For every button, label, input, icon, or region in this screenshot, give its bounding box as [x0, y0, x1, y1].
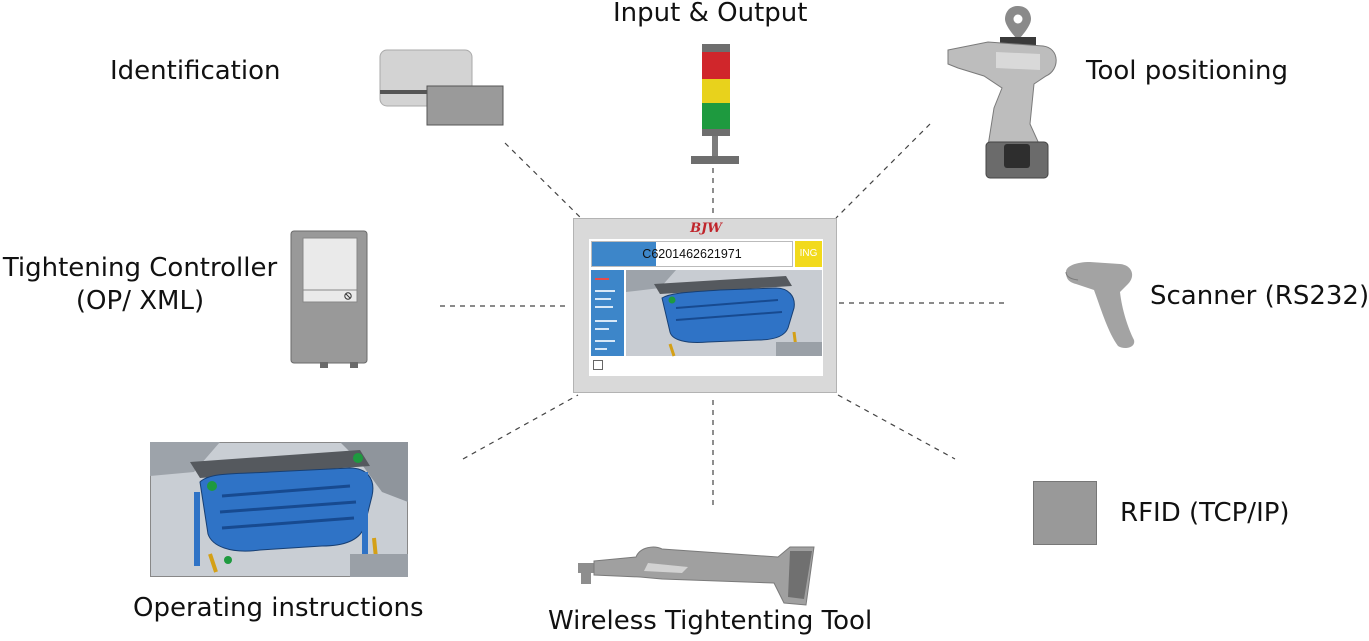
connector-tool-positioning: [835, 123, 931, 219]
connector-instructions: [462, 394, 579, 460]
engine-instruction-image: [150, 442, 408, 577]
vin-text: C6201462621971: [642, 247, 742, 261]
screen-sidebar: [591, 270, 624, 356]
angle-wrench-icon: [578, 546, 815, 606]
brand-logo: BJW: [690, 221, 722, 236]
controller-cabinet-icon: [290, 230, 368, 368]
tower-yellow: [702, 79, 730, 103]
vin-progress: [592, 242, 656, 266]
label-wireless-tool: Wireless Tightenting Tool: [548, 606, 873, 636]
vin-field: C6201462621971: [591, 241, 793, 267]
central-monitor: BJW C6201462621971 ING: [573, 218, 837, 393]
label-scanner: Scanner (RS232): [1150, 281, 1369, 311]
monitor-screen: C6201462621971 ING: [589, 239, 823, 376]
tower-green: [702, 103, 730, 129]
label-operating-instructions: Operating instructions: [133, 593, 424, 623]
label-tightening-controller: Tightening Controller (OP/ XML): [2, 252, 278, 317]
screen-engine-image: [626, 270, 822, 357]
footer-logo: [593, 360, 603, 370]
label-tightening-controller-line2: (OP/ XML): [75, 285, 205, 316]
connector-rfid: [837, 394, 956, 460]
label-identification: Identification: [110, 56, 281, 86]
connector-identification: [504, 142, 586, 223]
status-badge: ING: [795, 241, 822, 267]
label-rfid: RFID (TCP/IP): [1120, 498, 1290, 528]
signal-tower-icon: [691, 44, 739, 164]
card-reader-icon: [379, 49, 504, 126]
cordless-screwdriver-icon: [947, 6, 1057, 179]
barcode-scanner-icon: [1065, 262, 1135, 348]
label-tool-positioning: Tool positioning: [1086, 56, 1288, 86]
label-tightening-controller-line1: Tightening Controller: [2, 253, 278, 283]
rfid-reader-icon: [1033, 481, 1097, 545]
location-pin-icon: [1005, 6, 1031, 40]
label-input-output: Input & Output: [613, 0, 808, 28]
tower-red: [702, 52, 730, 79]
